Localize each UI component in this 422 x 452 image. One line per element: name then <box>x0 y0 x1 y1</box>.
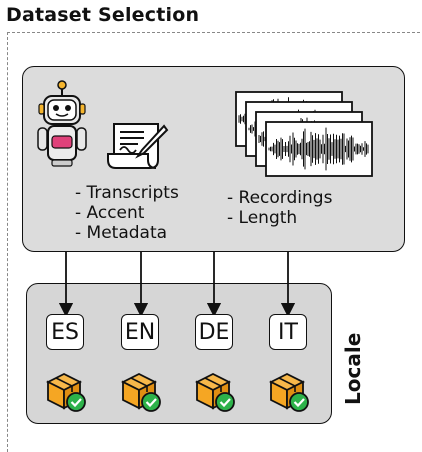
document-sign-icon <box>107 123 169 169</box>
package-check-icon <box>195 372 236 413</box>
package-check-icon <box>46 372 87 413</box>
transcript-attributes-list: - Transcripts - Accent - Metadata <box>75 183 179 243</box>
connector-arrows <box>58 252 296 318</box>
locale-es: ES <box>46 314 84 350</box>
locale-it: IT <box>269 314 307 350</box>
waveform-stack-icon <box>235 91 373 177</box>
dataset-selection-frame <box>7 32 422 452</box>
diagram-title: Dataset Selection <box>6 4 200 26</box>
package-check-icon <box>121 372 162 413</box>
list-item: - Recordings <box>227 188 333 208</box>
locale-de: DE <box>195 314 233 350</box>
list-item: - Accent <box>75 203 145 223</box>
package-check-icon <box>269 372 310 413</box>
locale-side-label: Locale <box>341 332 365 405</box>
list-item: - Length <box>227 208 298 228</box>
locale-en: EN <box>121 314 159 350</box>
audio-attributes-list: - Recordings - Length <box>227 188 332 228</box>
robot-icon <box>37 80 87 167</box>
list-item: - Transcripts <box>75 183 179 203</box>
list-item: - Metadata <box>75 223 168 243</box>
